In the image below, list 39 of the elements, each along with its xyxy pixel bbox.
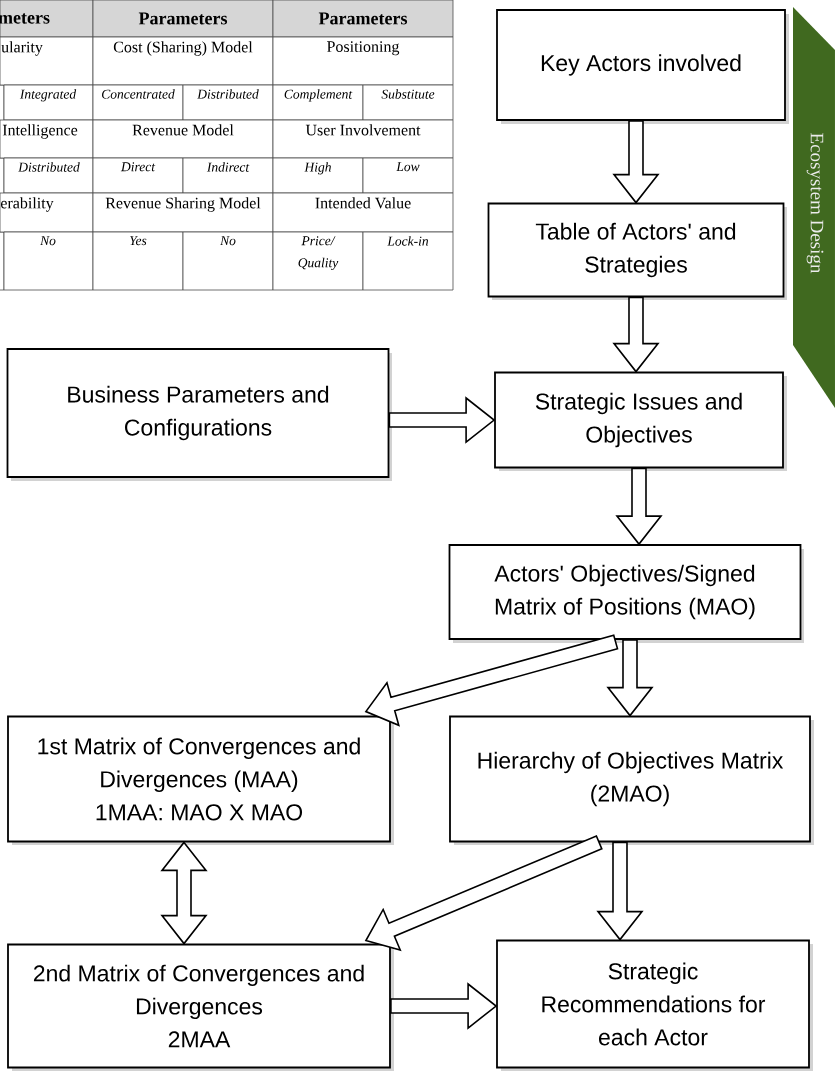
block-arrow [160, 841, 208, 945]
table-cell: Indirect [182, 157, 274, 194]
table-cell: Price/ Quality [272, 231, 364, 291]
table-cell: No [182, 231, 274, 291]
table-cell: Substitute [362, 84, 454, 121]
block-arrow [615, 467, 663, 546]
process-box: 1st Matrix of Convergences and Divergences (MAA) 1MAA: MAO X MAO [7, 715, 394, 845]
table-cell: Distributed [182, 84, 274, 121]
block-arrow [612, 296, 660, 373]
table-cell: ularity [0, 36, 94, 86]
table-cell: Lock-in [362, 231, 454, 291]
block-arrow [612, 120, 660, 204]
table-cell: High [272, 157, 364, 194]
block-arrow [364, 634, 619, 727]
process-box: Hierarchy of Objectives Matrix (2MAO) [449, 715, 814, 845]
process-box: Strategic Recommendations for each Actor [496, 939, 813, 1071]
table-cell: Parameters [92, 0, 274, 38]
process-box: Key Actors involved [496, 9, 789, 124]
table-cell: Intelligence [0, 119, 94, 159]
block-arrow [606, 639, 654, 717]
block-arrow [596, 841, 644, 941]
process-box: Strategic Issues and Objectives [494, 371, 787, 471]
process-box: Table of Actors' and Strategies [487, 202, 787, 300]
side-tab: Ecosystem Design [793, 7, 835, 408]
table-cell: No [3, 231, 94, 291]
block-arrow [388, 396, 496, 444]
table-cell: erability [0, 192, 94, 233]
table-cell: Parameters [272, 0, 454, 38]
table-cell: Low [362, 157, 454, 194]
table-cell: Complement [272, 84, 364, 121]
process-box: Business Parameters and Configurations [6, 348, 392, 481]
table-cell: Integrated [3, 84, 94, 121]
table-cell: Distributed [3, 157, 94, 194]
process-box: 2nd Matrix of Convergences and Divergences 2MAA [7, 943, 394, 1071]
table-cell: Yes [92, 231, 184, 291]
table-cell: Direct [92, 157, 184, 194]
block-arrow [390, 982, 498, 1030]
table-cell: Concentrated [92, 84, 184, 121]
process-box: Actors' Objectives/Signed Matrix of Positions (MAO) [448, 544, 804, 643]
